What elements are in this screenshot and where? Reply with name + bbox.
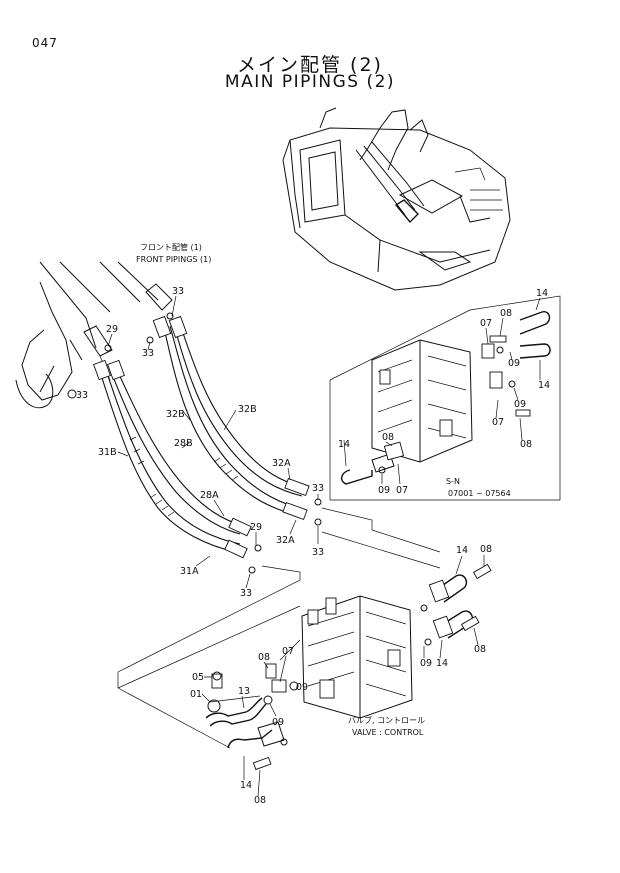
part-label: 09 (420, 658, 432, 669)
serial-label: S-N (446, 477, 460, 486)
part-label: 29 (106, 324, 118, 335)
part-label: 08 (520, 439, 532, 450)
part-label: 32B (166, 409, 185, 420)
hose-assemblies (93, 312, 322, 574)
front-piping-jp-label: フロント配管 (1) (140, 242, 202, 252)
part-label: 14 (240, 780, 252, 791)
part-label: 01 (190, 689, 202, 700)
part-label: 07 (396, 485, 408, 496)
serial-range: 07001 ~ 07564 (448, 489, 511, 498)
label-leader-ticks (107, 295, 541, 797)
part-label: 14 (436, 658, 448, 669)
part-label: 08 (474, 644, 486, 655)
part-label: 33 (172, 286, 184, 297)
connection-leader-lines (117, 507, 441, 749)
part-label: 14 (538, 380, 550, 391)
title-english: MAIN PIPINGS (2) (224, 72, 396, 92)
part-label: 31B (98, 447, 117, 458)
part-label: 08 (254, 795, 266, 806)
page-number: 047 (32, 36, 58, 50)
part-label: 32A (272, 458, 291, 469)
part-label: 31A (180, 566, 199, 577)
title-japanese: メイン配管 (2) (237, 54, 383, 76)
front-piping-en-label: FRONT PIPINGS (1) (136, 255, 211, 264)
part-label: 33 (240, 588, 252, 599)
part-label: 32A (276, 535, 295, 546)
serial-variant-inset (329, 295, 561, 501)
control-valve-assembly (301, 563, 492, 719)
part-label: 07 (480, 318, 492, 329)
part-label: 09 (514, 399, 526, 410)
lower-piping-detail (205, 663, 299, 771)
part-label: 05 (192, 672, 204, 683)
part-label: 13 (238, 686, 250, 697)
valve-jp-label: バルブ, コントロール (348, 715, 425, 725)
part-label: 32B (238, 404, 257, 415)
part-label: 08 (258, 652, 270, 663)
part-label: 29 (250, 522, 262, 533)
part-label: 33 (142, 348, 154, 359)
diagram-text-labels: フロント配管 (1) FRONT PIPINGS (1) 33 29 33 33… (76, 242, 550, 806)
part-label: 33 (76, 390, 88, 401)
part-label: 33 (312, 483, 324, 494)
part-label: 09 (508, 358, 520, 369)
part-label: 28A (200, 490, 219, 501)
excavator-overview-illustration (282, 107, 511, 291)
part-label: 14 (536, 288, 548, 299)
part-label: 07 (492, 417, 504, 428)
part-label: 08 (382, 432, 394, 443)
part-label: 08 (480, 544, 492, 555)
part-label: 28B (174, 438, 193, 449)
valve-en-label: VALVE : CONTROL (352, 728, 424, 737)
part-label: 14 (456, 545, 468, 556)
part-label: 08 (500, 308, 512, 319)
part-label: 33 (312, 547, 324, 558)
part-label: 09 (378, 485, 390, 496)
boom-front-structure (15, 261, 173, 409)
part-label: 09 (296, 682, 308, 693)
part-label: 09 (272, 717, 284, 728)
part-label: 07 (282, 646, 294, 657)
